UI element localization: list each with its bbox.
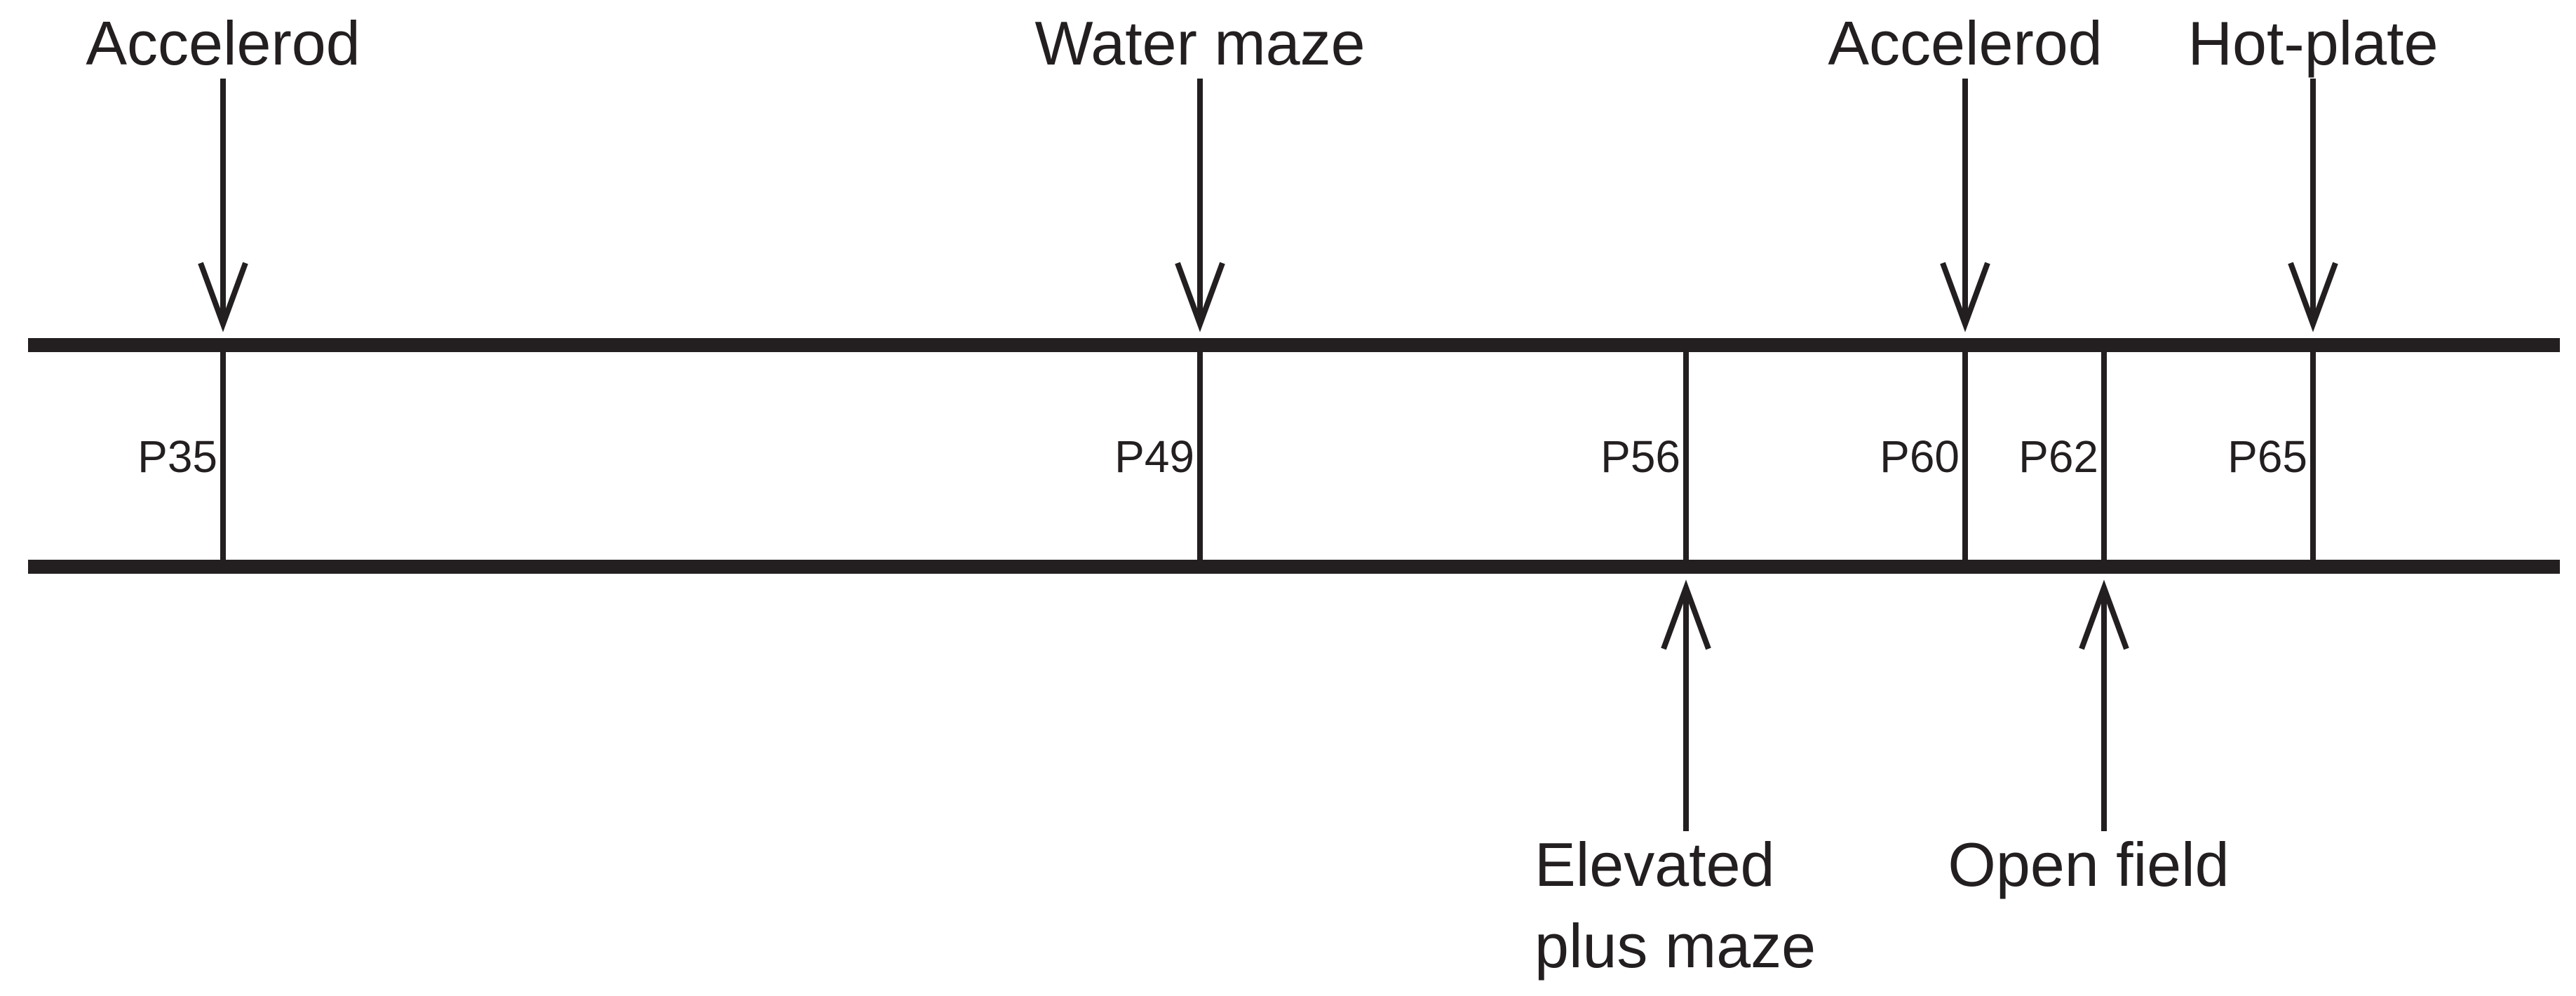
day-label: P62 [2018, 431, 2098, 482]
day-label: P49 [1114, 431, 1194, 482]
test-above-1: Water maze [1034, 8, 1365, 332]
test-label: Hot-plate [2187, 8, 2438, 78]
test-label: Accelerod [1828, 8, 2102, 78]
test-label: Water maze [1034, 8, 1365, 78]
test-above-3: Hot-plate [2187, 8, 2439, 332]
day-label: P60 [1880, 431, 1960, 482]
test-label: Accelerod [86, 8, 360, 78]
down-arrowhead-icon [198, 262, 248, 332]
day-label: P65 [2227, 431, 2307, 482]
test-below-1: Open field [1948, 579, 2230, 899]
down-arrowhead-icon [2288, 262, 2338, 332]
day-ticks: P35 P49 P56 P60 P62 P65 [137, 351, 2316, 561]
test-label: Elevated [1535, 830, 1774, 899]
up-arrowhead-icon [1661, 579, 1711, 650]
test-above-2: Accelerod [1828, 8, 2103, 332]
day-label: P35 [137, 431, 217, 482]
test-label: plus maze [1535, 911, 1816, 981]
test-label: Open field [1948, 830, 2229, 899]
up-arrowhead-icon [2079, 579, 2129, 650]
day-label: P56 [1600, 431, 1680, 482]
test-arrows: Accelerod Water maze Accelerod Hot-plateEle… [86, 8, 2438, 981]
test-below-0: Elevated plus maze [1535, 579, 1816, 981]
test-above-0: Accelerod [86, 8, 360, 332]
down-arrowhead-icon [1175, 262, 1225, 332]
down-arrowhead-icon [1940, 262, 1990, 332]
